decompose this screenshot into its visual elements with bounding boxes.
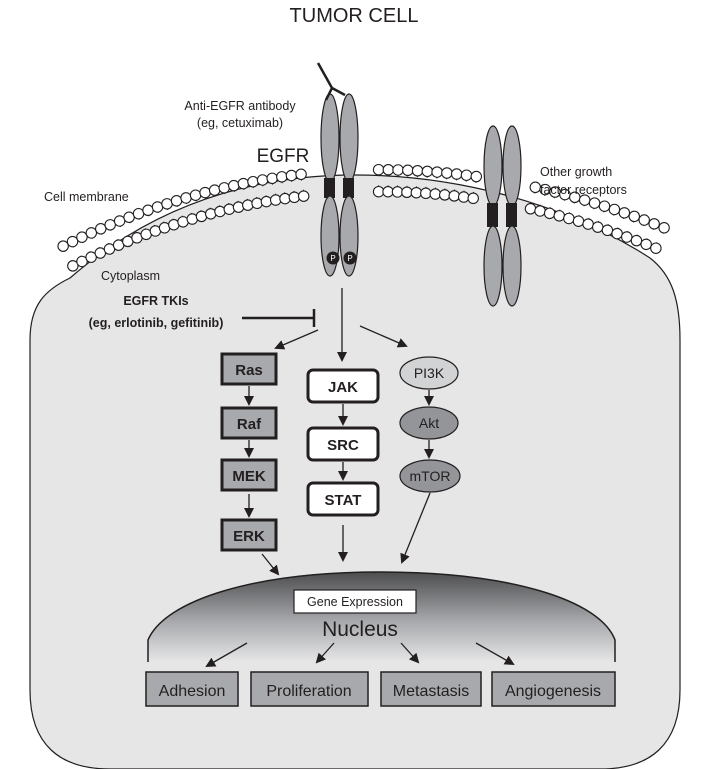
svg-text:JAK: JAK	[328, 379, 358, 396]
phospho-site-right	[343, 251, 357, 265]
jak-src-stat-pathway: JAK SRC STAT	[306, 368, 380, 562]
ras-box	[220, 352, 278, 386]
svg-text:mTOR: mTOR	[410, 468, 451, 484]
svg-text:P: P	[330, 254, 335, 263]
akt-node	[399, 406, 459, 440]
ras-raf-mek-erk-pathway: Ras Raf MEK ERK	[220, 352, 280, 576]
outcome-metastasis-box	[380, 671, 482, 707]
mek-box	[220, 458, 278, 492]
outcome-arrows	[205, 642, 515, 667]
tki-label-line2: (eg, erlotinib, gefitinib)	[89, 316, 224, 330]
gene-expression-box	[293, 589, 417, 614]
nucleus	[147, 571, 616, 662]
tki-inhibition-line	[242, 309, 316, 327]
svg-text:STAT: STAT	[325, 492, 362, 509]
svg-text:Ras: Ras	[235, 362, 263, 379]
outcome-proliferation: Proliferation	[266, 683, 351, 700]
svg-text:Akt: Akt	[419, 415, 439, 431]
cytoplasm-label: Cytoplasm	[101, 269, 160, 283]
cell-membrane-bilayer	[57, 163, 670, 272]
stat-box	[306, 481, 380, 517]
svg-text:MEK: MEK	[232, 468, 266, 485]
outcomes: Adhesion Proliferation Metastasis Angiog…	[145, 671, 616, 707]
other-growth-factor-receptor	[483, 125, 522, 307]
phospho-site-left	[326, 251, 340, 265]
svg-text:PI3K: PI3K	[414, 365, 445, 381]
other-receptors-label-line1: Other growth	[540, 165, 612, 179]
svg-text:Raf: Raf	[237, 416, 262, 433]
other-receptors-label-line2: factor receptors	[540, 183, 627, 197]
cell-membrane-label: Cell membrane	[44, 190, 129, 204]
mtor-node	[399, 459, 461, 493]
outcome-angiogenesis-box	[491, 671, 616, 707]
nucleus-label: Nucleus	[322, 618, 398, 641]
src-box	[306, 426, 380, 462]
antibody-label-line1: Anti-EGFR antibody	[184, 99, 296, 113]
gene-expression-label: Gene Expression	[307, 595, 403, 609]
outcome-proliferation-box	[250, 671, 369, 707]
outcome-adhesion-box	[145, 671, 239, 707]
jak-box	[306, 368, 380, 404]
egfr-receptor: P P	[320, 93, 359, 277]
svg-text:P: P	[347, 254, 352, 263]
erk-box	[220, 518, 278, 552]
raf-box	[220, 406, 278, 440]
egfr-label: EGFR	[257, 146, 310, 167]
pi3k-akt-mtor-pathway: PI3K Akt mTOR	[399, 356, 461, 564]
outcome-adhesion: Adhesion	[159, 683, 226, 700]
outcome-angiogenesis: Angiogenesis	[505, 683, 601, 700]
tki-label-line1: EGFR TKIs	[123, 294, 188, 308]
diagram-title: TUMOR CELL	[290, 5, 419, 27]
svg-text:ERK: ERK	[233, 528, 265, 545]
outcome-metastasis: Metastasis	[393, 683, 469, 700]
anti-egfr-antibody-shape	[316, 62, 346, 101]
signal-arrows	[274, 288, 408, 362]
antibody-label-line2: (eg, cetuximab)	[197, 116, 283, 130]
svg-text:SRC: SRC	[327, 437, 359, 454]
pi3k-node	[399, 356, 459, 390]
